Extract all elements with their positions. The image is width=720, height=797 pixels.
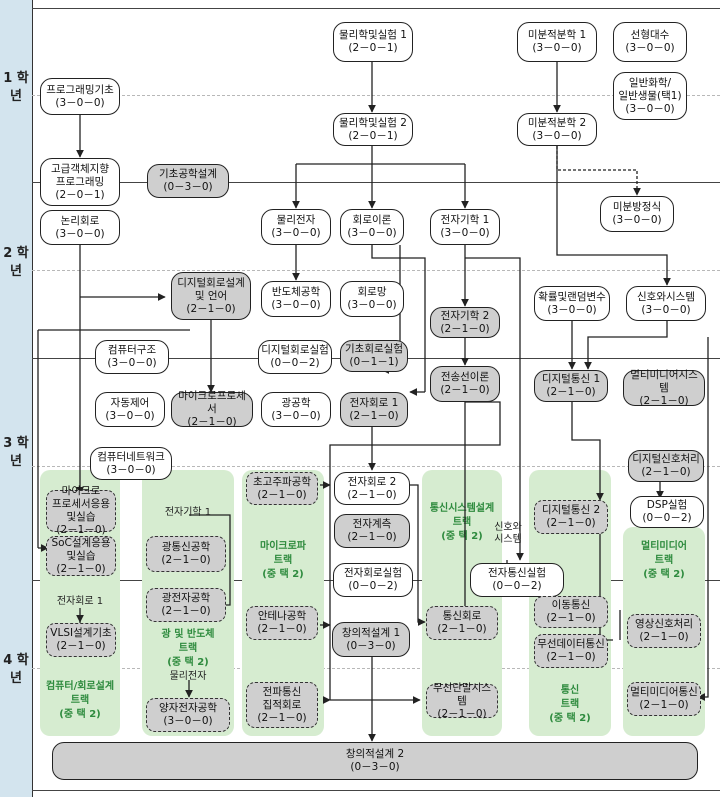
course-measurement[interactable]: 전자계측 (2－1－0) <box>334 514 410 548</box>
track-commsys-label: 통신시스템설계 트랙 (중 택 2) <box>429 503 495 542</box>
course-linear-algebra[interactable]: 선형대수 (3－0－0) <box>613 22 687 62</box>
course-creative-design1[interactable]: 창의적설계 1 (0－3－0) <box>332 622 410 657</box>
course-circuit-theory[interactable]: 회로이론 (3－0－0) <box>340 209 404 245</box>
track-comm-label: 통신 트랙 (중 택 2) <box>549 685 591 724</box>
course-probability[interactable]: 확률및랜덤변수 (3－0－0) <box>534 286 610 321</box>
track-multimedia-label: 멀티미디어 트랙 (중 택 2) <box>641 541 687 580</box>
course-prog-basic[interactable]: 프로그래밍기초 (3－0－0) <box>40 78 120 115</box>
course-rf-ic[interactable]: 전파통신 집적회로 (2－1－0) <box>246 682 318 728</box>
course-antenna[interactable]: 안테나공학 (2－1－0) <box>246 606 318 640</box>
arrow-signals-mmcomm <box>697 337 709 701</box>
course-digital-design[interactable]: 디지털회로설계 및 언어 (2－1－0) <box>171 272 251 320</box>
year-sidebar <box>0 0 33 797</box>
course-digital-comm2[interactable]: 디지털통신 2 (2－1－0) <box>534 500 608 534</box>
course-micro-app[interactable]: 마이크로 프로세서응용 및실습 (2－1－0) <box>46 485 116 536</box>
course-multimedia-comm[interactable]: 멀티미디어통신 (2－1－0) <box>627 682 701 716</box>
course-network[interactable]: 회로망 (3－0－0) <box>340 281 404 317</box>
course-basic-circuit-lab[interactable]: 기초회로실험 (0－1－1) <box>340 340 408 372</box>
course-phys-electronics[interactable]: 물리전자 (3－0－0) <box>261 209 331 245</box>
course-comp-arch[interactable]: 컴퓨터구조 (3－0－0) <box>95 340 169 374</box>
course-signals-systems[interactable]: 신호와시스템 (3－0－0) <box>626 286 706 321</box>
course-physics-lab1[interactable]: 물리학및실험 1 (2－0－1) <box>333 22 413 62</box>
year-divider-1 <box>32 182 720 183</box>
course-optical-comm[interactable]: 광통신공학 (2－1－0) <box>146 536 226 572</box>
arrow-dc1-dc2 <box>571 402 604 501</box>
course-multimedia-sys[interactable]: 멀티미디어시스템 (2－1－0) <box>623 369 705 407</box>
semester-divider-1 <box>32 95 720 96</box>
prereq-note-signals: 신호와 시스템 <box>494 522 522 545</box>
course-ultra-high-freq[interactable]: 초고주파공학 (2－1－0) <box>246 472 318 505</box>
course-calculus1[interactable]: 미분적분학 1 (3－0－0) <box>517 22 597 62</box>
course-em1[interactable]: 전자기학 1 (3－0－0) <box>430 209 500 245</box>
semester-divider-3 <box>32 466 720 467</box>
track-computer-label: 컴퓨터/회로설계 트랙 (중 택 2) <box>45 681 115 720</box>
course-dsp-lab[interactable]: DSP실험 (0－0－2) <box>630 496 704 528</box>
arrow-calculus2-diffeq <box>556 146 641 196</box>
course-image-signal[interactable]: 영상신호처리 (2－1－0) <box>627 614 701 648</box>
semester-divider-2 <box>32 270 720 271</box>
course-digital-lab[interactable]: 디지털회로실험 (0－0－2) <box>258 340 332 374</box>
course-basic-eng-design[interactable]: 기초공학설계 (0－3－0) <box>147 164 229 198</box>
course-comm-circuit[interactable]: 통신회로 (2－1－0) <box>426 606 498 640</box>
course-soc-design[interactable]: SoC설계응용 및실습 (2－1－0) <box>46 536 116 576</box>
year-label-4: 4 학 년 <box>3 653 29 686</box>
track-microwave-label: 마이크로파 트랙 (중 택 2) <box>260 541 306 580</box>
course-optics[interactable]: 광공학 (3－0－0) <box>261 392 331 427</box>
course-transmission[interactable]: 전송선이론 (2－1－0) <box>430 366 500 402</box>
course-dsp[interactable]: 디지털신호처리 (2－1－0) <box>628 450 704 482</box>
arrow-elec2-commckt <box>410 484 426 626</box>
course-em2[interactable]: 전자기학 2 (2－1－0) <box>430 307 500 338</box>
course-elec-circuit1[interactable]: 전자회로 1 (2－1－0) <box>340 392 408 427</box>
course-adv-oop[interactable]: 고급객체지향 프로그래밍 (2－0－1) <box>40 158 120 206</box>
course-comp-network[interactable]: 컴퓨터네트워크 (3－0－0) <box>90 447 172 480</box>
line-trans-rf <box>329 401 501 700</box>
prereq-note-circuit1: 전자회로 1 <box>56 596 104 607</box>
course-auto-control[interactable]: 자동제어 (3－0－0) <box>95 392 165 427</box>
course-logic-circuit[interactable]: 논리회로 (3－0－0) <box>40 210 120 245</box>
line-circuit-elec1 <box>371 245 426 392</box>
arrow-em1-commlab <box>465 257 524 561</box>
course-digital-comm1[interactable]: 디지털통신 1 (2－1－0) <box>534 370 608 402</box>
course-elec-circuit-lab[interactable]: 전자회로실험 (0－0－2) <box>333 563 413 597</box>
course-wireless-data[interactable]: 무선데이터통신 (2－1－0) <box>534 634 608 668</box>
track-optics-label: 광 및 반도체 트랙 (중 택 2) <box>161 629 215 668</box>
course-chem-bio[interactable]: 일반화학/ 일반생물(택1) (3－0－0) <box>613 72 687 120</box>
course-microprocessor[interactable]: 마이크로프로세서 (2－1－0) <box>171 390 253 428</box>
year-label-3: 3 학 년 <box>3 436 29 469</box>
course-creative-design2[interactable]: 창의적설계 2 (0－3－0) <box>52 742 698 780</box>
course-mobile-comm[interactable]: 이동통신 (2－1－0) <box>534 596 608 628</box>
course-semiconductor[interactable]: 반도체공학 (3－0－0) <box>261 281 331 317</box>
semester-divider-4 <box>32 668 720 669</box>
course-calculus2[interactable]: 미분적분학 2 (3－0－0) <box>517 113 597 146</box>
course-elec-circuit2[interactable]: 전자회로 2 (2－1－0) <box>334 472 410 505</box>
course-comm-lab[interactable]: 전자통신실험 (0－0－2) <box>470 563 564 597</box>
year-label-2: 2 학 년 <box>3 246 29 279</box>
frame-top <box>32 8 720 9</box>
prereq-note-physelec: 물리전자 <box>169 671 207 682</box>
course-photonics[interactable]: 광전자공학 (2－1－0) <box>146 588 226 622</box>
course-vlsi[interactable]: VLSI설계기초 (2－1－0) <box>46 623 116 657</box>
frame-bottom <box>32 790 720 791</box>
course-quantum-electronics[interactable]: 양자전자공학 (3－0－0) <box>146 698 230 732</box>
course-wireless-terminal[interactable]: 무선단말시스템 (2－1－0) <box>426 682 498 720</box>
course-diff-eq[interactable]: 미분방정식 (3－0－0) <box>600 196 674 232</box>
arrow-calculus2-signals <box>556 146 671 286</box>
prereq-note-em1: 전자기학 1 <box>164 507 212 518</box>
year-label-1: 1 학 년 <box>3 71 29 104</box>
arrow-signals-dc1 <box>584 321 668 370</box>
course-physics-lab2[interactable]: 물리학및실험 2 (2－0－1) <box>333 113 413 146</box>
